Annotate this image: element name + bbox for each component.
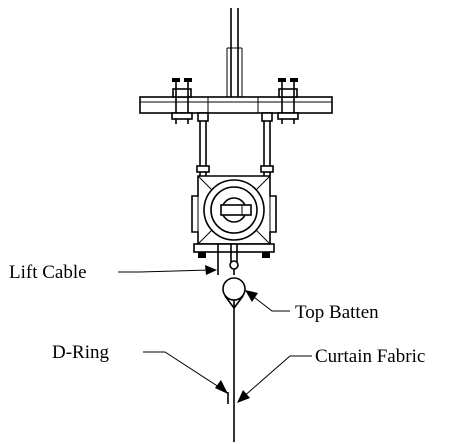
top-beam [139, 96, 333, 114]
hanger-rods [196, 112, 274, 176]
leader-lift-cable [118, 265, 217, 275]
label-curtain-fabric: Curtain Fabric [315, 346, 425, 367]
leader-d-ring [143, 351, 228, 394]
label-d-ring: D-Ring [52, 342, 110, 363]
label-lift-cable: Lift Cable [9, 262, 87, 283]
leader-top-batten [245, 290, 290, 312]
label-top-batten: Top Batten [295, 302, 379, 323]
left-clamp [171, 78, 193, 124]
pulley-sheave [203, 179, 265, 241]
leader-curtain-fabric [237, 355, 312, 403]
lift-cable [217, 244, 239, 275]
support-rod [226, 8, 243, 98]
right-clamp [277, 78, 299, 124]
